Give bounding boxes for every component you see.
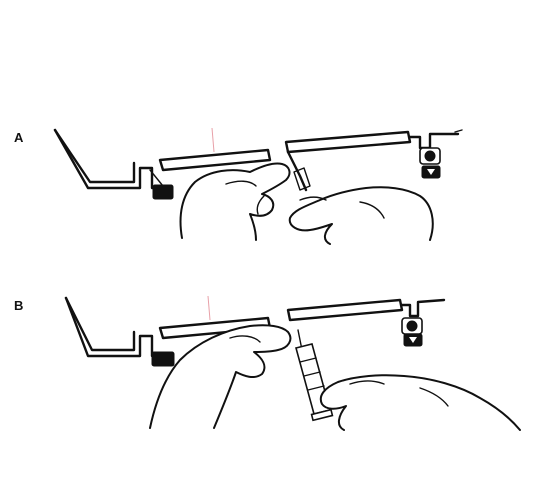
panel-b-guide-line <box>208 296 210 320</box>
panel-b-right-segment <box>288 300 402 320</box>
panel-a-right-tubing <box>410 134 458 148</box>
panel-a-right-hand <box>290 187 433 244</box>
panel-b-right-tubing <box>402 300 444 316</box>
panel-a-illustration <box>55 128 462 244</box>
panel-a-guide-line <box>212 128 214 152</box>
panel-a-tube-end <box>455 130 462 132</box>
panel-b-illustration <box>66 296 520 430</box>
panel-a-left-frame <box>55 130 160 188</box>
panel-b-right-clamp <box>402 318 422 346</box>
panel-a-middle-segment <box>160 150 270 170</box>
panel-a-left-clamp <box>153 185 173 199</box>
panel-a-right-clamp <box>420 148 440 178</box>
panel-a-right-segment <box>286 132 410 152</box>
panel-b-left-clamp <box>152 352 174 366</box>
panel-b-left-hand <box>150 325 290 428</box>
panel-a-left-hand <box>181 163 290 240</box>
panel-a-left-frame-inner <box>55 130 134 182</box>
